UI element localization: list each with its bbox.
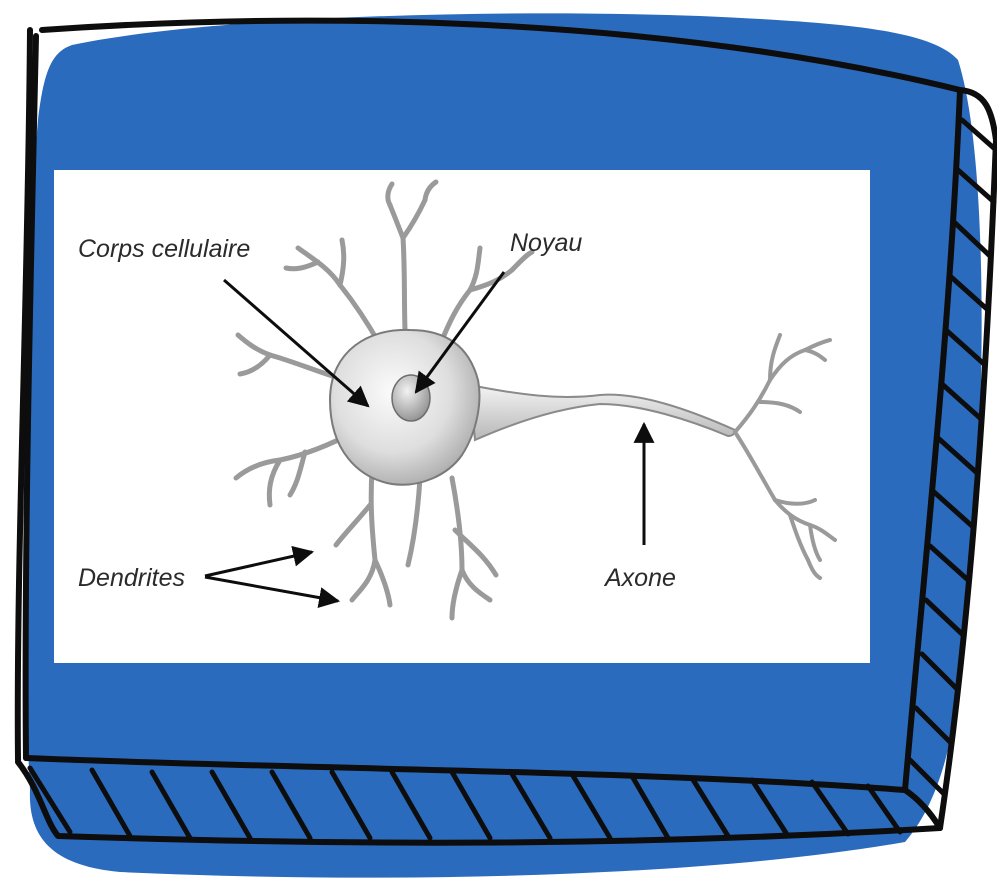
label-axon: Axone — [603, 564, 676, 592]
label-cell-body: Corps cellulaire — [78, 235, 250, 263]
label-dendrites: Dendrites — [78, 564, 185, 592]
label-nucleus: Noyau — [510, 229, 582, 257]
